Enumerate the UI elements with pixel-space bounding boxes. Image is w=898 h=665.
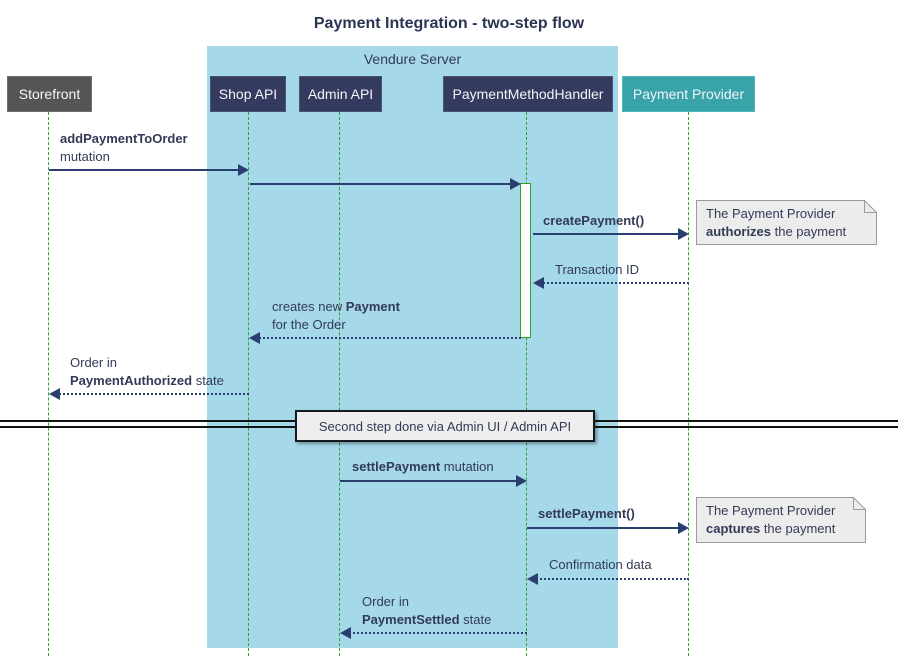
arrow-settle-call: [527, 522, 689, 534]
message-add-payment-label: addPaymentToOrder mutation: [60, 131, 188, 164]
diagram-title: Payment Integration - two-step flow: [313, 15, 585, 32]
arrow-payment-authorized: [49, 388, 249, 400]
note-authorizes-text: The Payment Provider authorizes the paym…: [706, 206, 847, 239]
lifeline-storefront: [48, 112, 49, 656]
arrow-shop-to-handler: [250, 178, 521, 190]
arrowhead-icon: [678, 522, 689, 534]
participant-payment-method-handler: PaymentMethodHandler: [443, 76, 613, 112]
message-confirmation-label: Confirmation data: [549, 557, 652, 572]
arrow-create-payment: [533, 228, 689, 240]
arrow-confirmation: [527, 573, 689, 585]
message-creates-payment-label: creates new Payment for the Order: [272, 299, 400, 332]
lifeline-payment-method-handler: [526, 112, 527, 656]
lifeline-shop-api: [248, 112, 249, 656]
lifeline-admin-api: [339, 112, 340, 656]
arrowhead-icon: [340, 627, 351, 639]
note-shape: [696, 200, 877, 245]
participant-shop-api: Shop API: [210, 76, 286, 112]
divider-label: Second step done via Admin UI / Admin AP…: [295, 410, 595, 442]
arrowhead-icon: [527, 573, 538, 585]
message-settle-mutation-label: settlePayment mutation: [352, 459, 494, 474]
note-captures: The Payment Provider captures the paymen…: [696, 497, 866, 543]
arrowhead-icon: [49, 388, 60, 400]
arrow-creates-payment: [249, 332, 521, 344]
arrowhead-icon: [678, 228, 689, 240]
activation-bar: [520, 183, 531, 338]
arrow-payment-settled: [340, 627, 527, 639]
message-payment-settled-label: Order in PaymentSettled state: [362, 594, 492, 627]
note-authorizes: The Payment Provider authorizes the paym…: [696, 200, 877, 245]
participant-admin-api: Admin API: [299, 76, 382, 112]
arrow-settle-mutation: [340, 475, 527, 487]
participant-payment-provider: Payment Provider: [622, 76, 755, 112]
note-captures-text: The Payment Provider captures the paymen…: [706, 503, 836, 536]
note-shape: [696, 497, 866, 543]
arrowhead-icon: [238, 164, 249, 176]
message-create-payment-label: createPayment(): [543, 213, 645, 228]
arrow-add-payment: [49, 164, 249, 176]
message-transaction-id-label: Transaction ID: [555, 262, 640, 277]
arrowhead-icon: [516, 475, 527, 487]
vendure-server-frame: [207, 46, 618, 648]
vendure-server-label: Vendure Server: [363, 51, 462, 67]
arrow-transaction-id: [533, 277, 689, 289]
arrowhead-icon: [533, 277, 544, 289]
message-payment-authorized-label: Order in PaymentAuthorized state: [70, 355, 224, 388]
lifeline-payment-provider: [688, 112, 689, 656]
arrowhead-icon: [249, 332, 260, 344]
message-settle-call-label: settlePayment(): [538, 506, 635, 521]
arrowhead-icon: [510, 178, 521, 190]
participant-storefront: Storefront: [7, 76, 92, 112]
